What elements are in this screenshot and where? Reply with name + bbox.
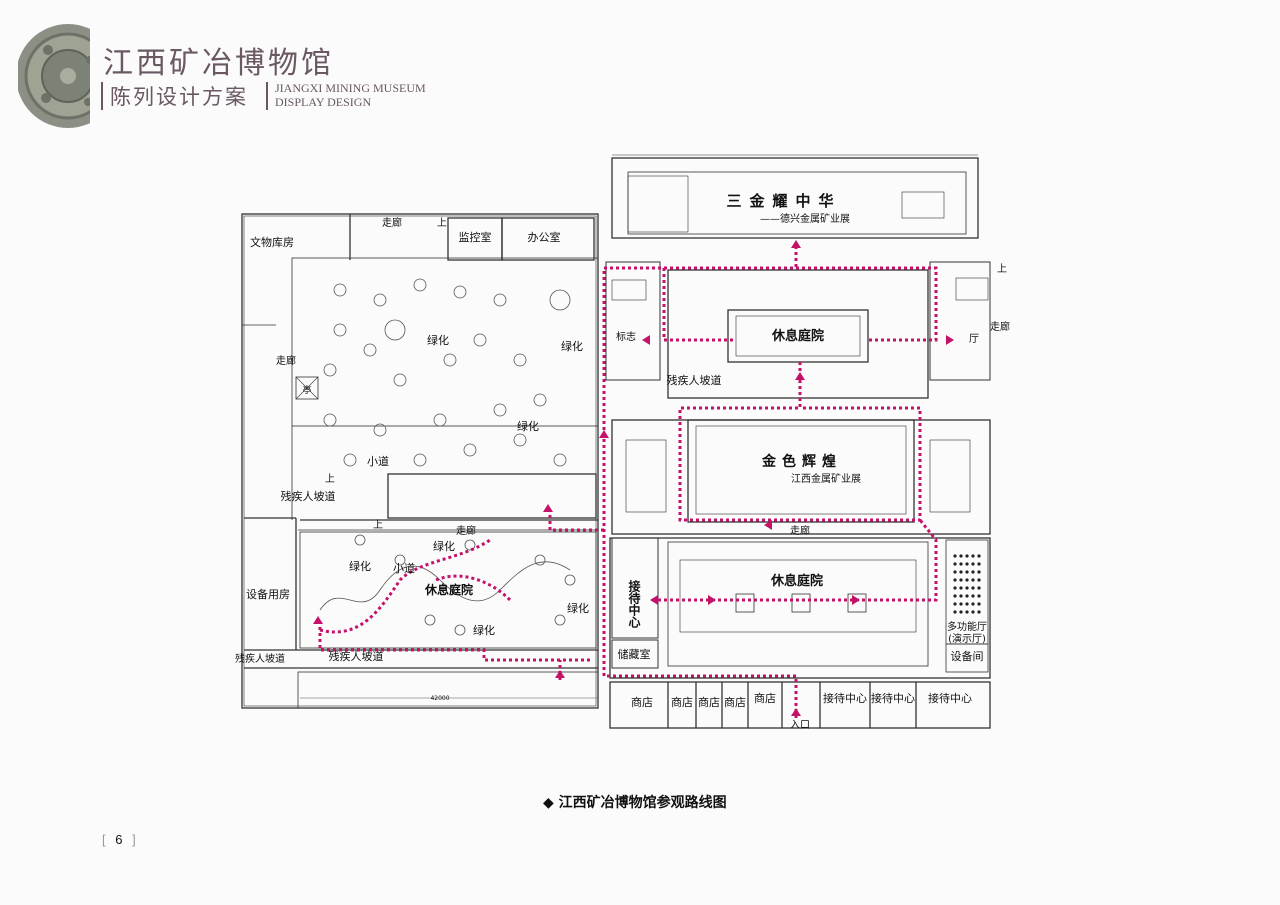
tour-route xyxy=(318,246,938,718)
hall-right-label: 厅 xyxy=(969,334,979,345)
dimension-label: 42000 xyxy=(430,695,449,702)
title-divider xyxy=(101,82,103,110)
ramp-label-corner: 残疾人坡道 xyxy=(235,652,285,665)
greenery-label-2: 绿化 xyxy=(561,339,583,353)
english-title: JIANGXI MINING MUSEUM xyxy=(275,81,426,95)
page-number-close: ] xyxy=(132,832,136,847)
greenery-label-4: 绿化 xyxy=(433,539,455,553)
page-number-open: [ xyxy=(102,832,106,847)
corridor-label-top: 走廊 xyxy=(382,216,402,229)
top-hall-subtitle: ——德兴金属矿业展 xyxy=(760,212,850,225)
greenery-label-7: 绿化 xyxy=(473,623,495,637)
up-label-1: 上 xyxy=(437,217,447,229)
bronze-seal-logo xyxy=(18,20,90,128)
path-label-1: 小道 xyxy=(367,454,389,468)
reception-center-label-3: 接待中心 xyxy=(928,691,972,705)
equipment-room-left-label: 设备用房 xyxy=(246,587,290,601)
reception-center-label-1: 接待中心 xyxy=(823,691,867,705)
multi-hall-sub-label: (演示厅) xyxy=(948,632,986,645)
entrance-label: 入口 xyxy=(790,720,810,731)
mid-hall-subtitle: 江西金属矿业展 xyxy=(791,472,861,485)
reception-center-label-west: 接待中心 xyxy=(627,579,641,629)
ramp-label-south: 残疾人坡道 xyxy=(329,649,384,663)
shop-label-2: 商店 xyxy=(671,695,693,709)
corridor-label-mid: 走廊 xyxy=(456,524,476,537)
office-label: 办公室 xyxy=(528,230,561,244)
page-subtitle: 陈列设计方案 xyxy=(110,85,248,109)
pavilion-label: 亭 xyxy=(302,384,311,396)
garden-trees xyxy=(319,278,576,636)
caption-bullet: ◆ xyxy=(543,795,554,811)
path-label-2: 小道 xyxy=(393,561,415,575)
page-number: [ 6 ] xyxy=(102,832,136,847)
marker-label: 标志 xyxy=(616,330,636,343)
shop-label-1: 商店 xyxy=(631,695,653,709)
greenery-label-6: 绿化 xyxy=(567,601,589,615)
top-hall-title: 三金耀中华 xyxy=(726,192,841,210)
route-arrows xyxy=(313,240,954,716)
plan-walls xyxy=(241,154,991,729)
corridor-label-east: 走廊 xyxy=(990,320,1010,333)
caption-text: 江西矿冶博物馆参观路线图 xyxy=(558,795,727,811)
shop-label-4: 商店 xyxy=(724,695,746,709)
equipment-room-label: 设备间 xyxy=(951,649,984,663)
greenery-label-3: 绿化 xyxy=(517,419,539,433)
multi-hall-label: 多功能厅 xyxy=(947,620,987,633)
greenery-label-5: 绿化 xyxy=(349,559,371,573)
up-label-4: 上 xyxy=(997,263,1007,275)
mid-hall-title: 金色辉煌 xyxy=(761,453,842,470)
garden-courtyard-label: 休息庭院 xyxy=(424,582,473,597)
corridor-label-west: 走廊 xyxy=(276,354,296,367)
courtyard-bottom-label: 休息庭院 xyxy=(770,573,823,589)
page-title: 江西矿冶博物馆 xyxy=(103,46,334,81)
monitor-room-label: 监控室 xyxy=(459,230,492,244)
figure-caption: ◆ 江西矿冶博物馆参观路线图 xyxy=(543,792,727,812)
ramp-label-west: 残疾人坡道 xyxy=(281,489,336,503)
shop-label-5: 商店 xyxy=(754,691,776,705)
page-number-value: 6 xyxy=(115,832,123,847)
greenery-label-1: 绿化 xyxy=(427,333,449,347)
multi-hall-seats xyxy=(953,554,981,614)
subtitle-divider xyxy=(266,82,268,110)
courtyard-top-label: 休息庭院 xyxy=(771,328,824,344)
reception-center-label-2: 接待中心 xyxy=(871,691,915,705)
shop-label-3: 商店 xyxy=(698,695,720,709)
artifact-storage-label: 文物库房 xyxy=(250,235,294,249)
storage-label: 储藏室 xyxy=(618,647,651,661)
up-label-3: 上 xyxy=(325,473,335,485)
ramp-label-north: 残疾人坡道 xyxy=(667,373,722,387)
up-label-2: 上 xyxy=(373,519,383,531)
corridor-label-gallery: 走廊 xyxy=(790,524,810,537)
english-subtitle: DISPLAY DESIGN xyxy=(275,95,372,109)
